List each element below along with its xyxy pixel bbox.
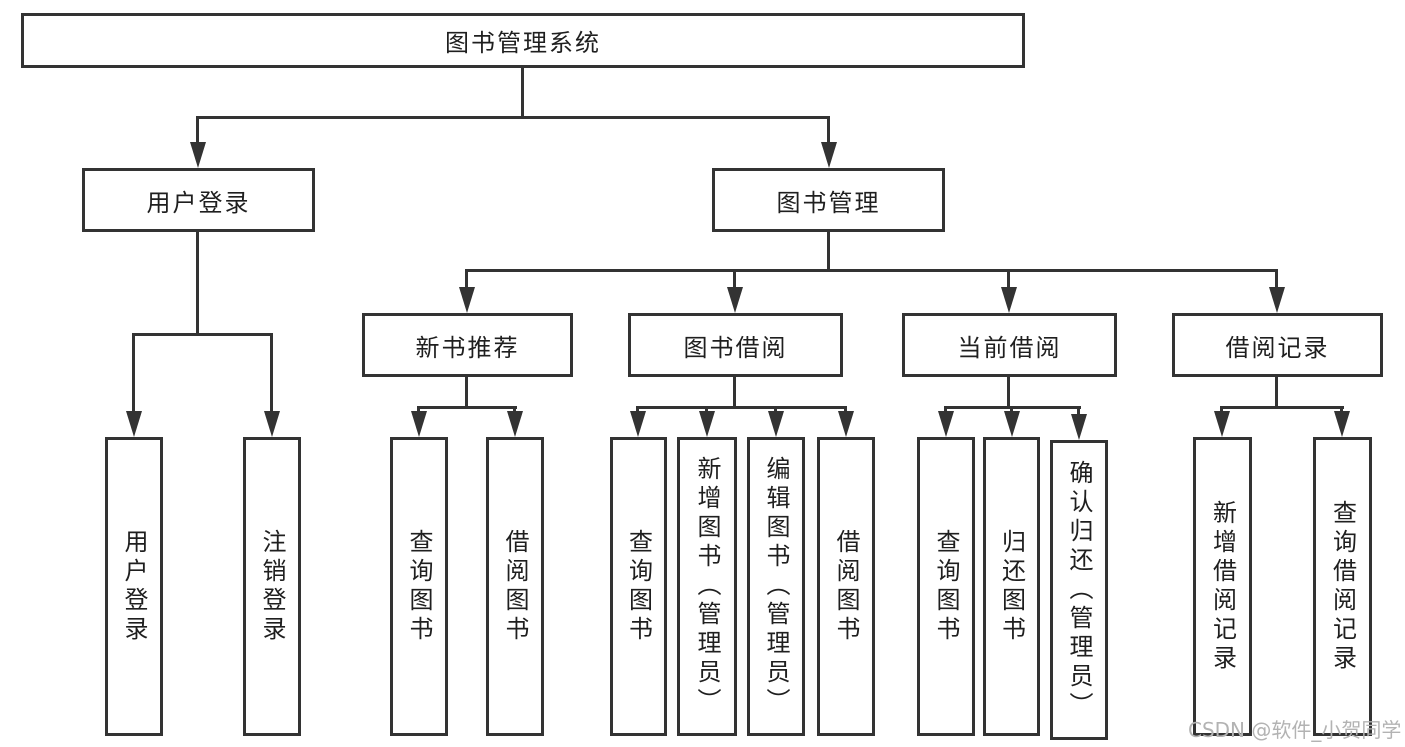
leaf-return-book-label: 归还图书 — [997, 528, 1026, 645]
node-borrow-records-label: 借阅记录 — [1225, 333, 1330, 362]
arrow-to-borrow-records — [1269, 287, 1285, 313]
connector-user-bar — [132, 333, 273, 336]
connector-current-drop-3 — [1077, 406, 1080, 416]
connector-mgmt-bar — [465, 269, 1278, 272]
leaf-borrow-query: 查询图书 — [610, 437, 667, 736]
leaf-record-add-label: 新增借阅记录 — [1208, 499, 1237, 674]
leaf-borrow-book-label: 借阅图书 — [832, 528, 860, 645]
leaf-confirm-return-admin: 确认归还（管理员） — [1050, 440, 1108, 740]
connector-root-drop-left — [196, 116, 199, 146]
node-borrow-records: 借阅记录 — [1172, 313, 1383, 377]
node-book-borrow: 图书借阅 — [628, 313, 843, 377]
leaf-borrow-query-label: 查询图书 — [624, 528, 653, 645]
arrow-to-leaf-confirm-return — [1071, 414, 1087, 440]
arrow-to-leaf-record-query — [1334, 411, 1350, 437]
leaf-logout-label: 注销登录 — [258, 528, 286, 645]
node-new-book-recommend: 新书推荐 — [362, 313, 573, 377]
arrow-to-leaf-record-add — [1214, 411, 1230, 437]
arrow-to-leaf-return-book — [1004, 411, 1020, 437]
leaf-newbook-query: 查询图书 — [390, 437, 448, 736]
arrow-to-leaf-newbook-borrow — [507, 411, 523, 437]
connector-mgmt-drop-4 — [1275, 269, 1278, 291]
connector-mgmt-drop-2 — [733, 269, 736, 291]
arrow-to-leaf-newbook-query — [411, 411, 427, 437]
connector-root-drop-right — [827, 116, 830, 146]
connector-user-drop-2 — [270, 333, 273, 415]
connector-records-stem — [1275, 377, 1278, 409]
connector-borrow-stem — [733, 377, 736, 409]
connector-newbook-stem — [465, 377, 468, 409]
connector-newbook-bar — [417, 406, 517, 409]
node-book-management-label: 图书管理 — [776, 188, 881, 217]
leaf-borrow-edit-admin-label: 编辑图书（管理员） — [762, 456, 790, 717]
leaf-return-book: 归还图书 — [983, 437, 1040, 736]
leaf-current-query: 查询图书 — [917, 437, 975, 736]
leaf-newbook-query-label: 查询图书 — [405, 528, 433, 645]
node-book-management: 图书管理 — [712, 168, 945, 232]
leaf-borrow-book: 借阅图书 — [817, 437, 875, 736]
arrow-to-book-borrow — [727, 287, 743, 313]
leaf-borrow-add-admin-label: 新增图书（管理员） — [693, 456, 721, 717]
arrow-to-leaf-logout — [264, 411, 280, 437]
arrow-to-leaf-current-query — [938, 411, 954, 437]
connector-current-stem — [1007, 377, 1010, 409]
connector-root-stem — [521, 68, 524, 118]
node-library-system-label: 图书管理系统 — [445, 29, 601, 57]
leaf-current-query-label: 查询图书 — [932, 528, 960, 645]
node-current-borrow-label: 当前借阅 — [957, 333, 1062, 362]
csdn-watermark: CSDN @软件_小贺同学 — [1188, 718, 1402, 742]
arrow-to-book-management — [821, 142, 837, 168]
connector-user-drop-1 — [132, 333, 135, 415]
arrow-to-leaf-user-login — [126, 411, 142, 437]
leaf-record-query-label: 查询借阅记录 — [1328, 499, 1357, 674]
leaf-user-login-label: 用户登录 — [120, 528, 148, 645]
leaf-user-login: 用户登录 — [105, 437, 163, 736]
leaf-record-query: 查询借阅记录 — [1313, 437, 1372, 736]
connector-user-stem — [196, 232, 199, 336]
node-user-login: 用户登录 — [82, 168, 315, 232]
connector-borrow-bar — [636, 406, 847, 409]
node-current-borrow: 当前借阅 — [902, 313, 1117, 377]
arrow-to-leaf-borrow-add — [699, 411, 715, 437]
arrow-to-leaf-borrow-book — [838, 411, 854, 437]
leaf-newbook-borrow: 借阅图书 — [486, 437, 544, 736]
connector-mgmt-drop-1 — [465, 269, 468, 291]
leaf-record-add: 新增借阅记录 — [1193, 437, 1252, 736]
node-library-system: 图书管理系统 — [21, 13, 1025, 68]
node-user-login-label: 用户登录 — [146, 188, 251, 217]
connector-mgmt-stem — [827, 232, 830, 272]
arrow-to-user-login — [190, 142, 206, 168]
leaf-borrow-add-admin: 新增图书（管理员） — [677, 437, 737, 736]
arrow-to-leaf-borrow-edit — [768, 411, 784, 437]
connector-root-bar — [196, 116, 830, 119]
node-book-borrow-label: 图书借阅 — [683, 333, 788, 362]
leaf-newbook-borrow-label: 借阅图书 — [501, 528, 529, 645]
connector-records-bar — [1220, 406, 1344, 409]
node-new-book-recommend-label: 新书推荐 — [415, 333, 520, 362]
connector-mgmt-drop-3 — [1007, 269, 1010, 291]
arrow-to-current-borrow — [1001, 287, 1017, 313]
arrow-to-new-book-recommend — [459, 287, 475, 313]
leaf-confirm-return-admin-label: 确认归还（管理员） — [1065, 459, 1093, 721]
arrow-to-leaf-borrow-query — [630, 411, 646, 437]
leaf-borrow-edit-admin: 编辑图书（管理员） — [747, 437, 805, 736]
leaf-logout: 注销登录 — [243, 437, 301, 736]
